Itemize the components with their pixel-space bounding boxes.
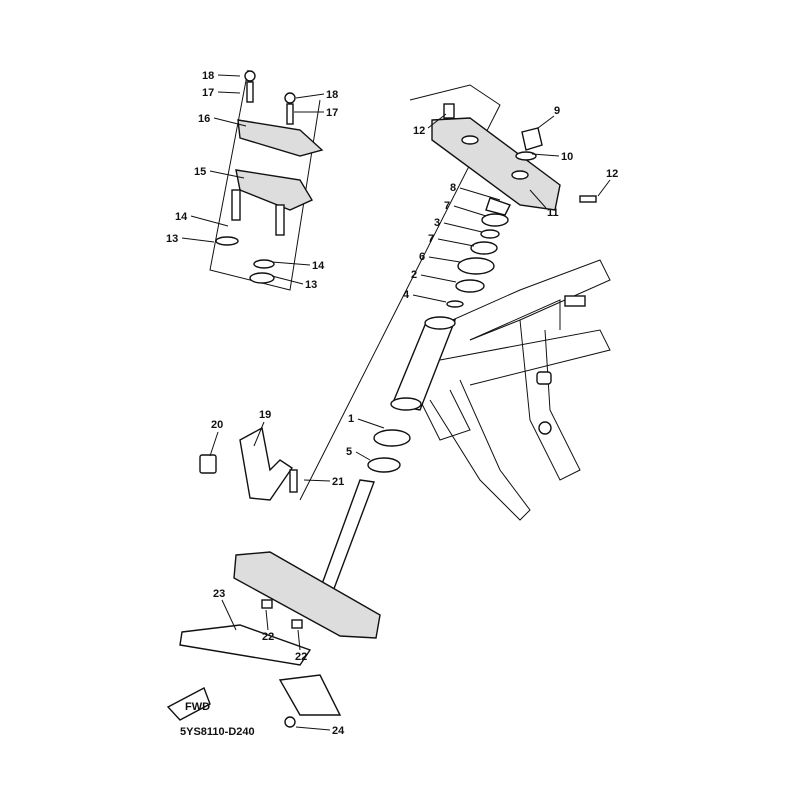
leader-line [181,237,215,243]
leader-line [217,91,241,94]
callout-1: 1 [348,413,354,425]
leader-line [213,117,247,127]
lower-bracket-and-stem [179,426,381,728]
callout-14: 14 [312,260,325,272]
callout-23: 23 [213,588,225,600]
callout-17: 17 [326,107,338,119]
leader-line [427,113,447,129]
leader-line [529,189,547,209]
diagram-code: 5YS8110-D240 [180,726,255,738]
callout-24: 24 [332,725,345,737]
callout-19: 19 [259,409,271,421]
callout-18: 18 [326,89,338,101]
leader-line [303,479,331,482]
callout-12: 12 [413,125,425,137]
group-bracket-2 [299,84,501,501]
leader-line [190,215,229,227]
leader-line [531,153,560,157]
leader-line [271,261,311,266]
leader-line [271,275,304,285]
leader-line [453,205,487,217]
leader-line [443,222,483,233]
callout-7: 7 [428,233,434,245]
callout-13: 13 [166,233,178,245]
leader-line [437,238,475,247]
leader-line [412,294,447,303]
leader-line [217,74,241,77]
callout-22: 22 [262,631,274,643]
leader-line [357,418,385,429]
callout-4: 4 [403,289,410,301]
leader-line [297,629,301,651]
leader-line [355,451,371,461]
callout-17: 17 [202,87,214,99]
leader-line [597,179,611,197]
head-pipe [390,316,457,411]
leader-line [209,170,245,179]
callout-10: 10 [561,151,573,163]
callout-13: 13 [305,279,317,291]
frame-drawing [419,259,611,521]
callout-21: 21 [332,476,344,488]
upper-bracket [431,103,597,211]
callout-6: 6 [419,251,425,263]
callout-12: 12 [606,168,618,180]
callout-9: 9 [554,105,560,117]
callout-7: 7 [444,200,450,212]
callout-8: 8 [450,182,456,194]
callout-2: 2 [411,269,417,281]
callout-18: 18 [202,70,214,82]
callout-22: 22 [295,651,307,663]
callout-20: 20 [211,419,223,431]
upper-handle-holder [215,70,324,284]
callout-5: 5 [346,446,352,458]
leader-line [209,431,219,457]
fwd-label: FWD [185,701,210,713]
leader-line [265,609,269,631]
leader-line [295,726,331,731]
fwd-arrow: FWD [166,687,211,721]
callout-15: 15 [194,166,206,178]
leader-line [253,421,265,447]
leader-line [221,599,237,631]
bearing-stack [367,197,511,473]
callout-16: 16 [198,113,210,125]
leader-line [420,274,457,283]
leader-line [459,187,501,201]
leader-line [537,115,555,129]
leader-line [428,256,461,263]
callout-14: 14 [175,211,188,223]
callout-11: 11 [547,207,559,219]
callout-3: 3 [434,217,440,229]
leader-line [295,93,325,99]
